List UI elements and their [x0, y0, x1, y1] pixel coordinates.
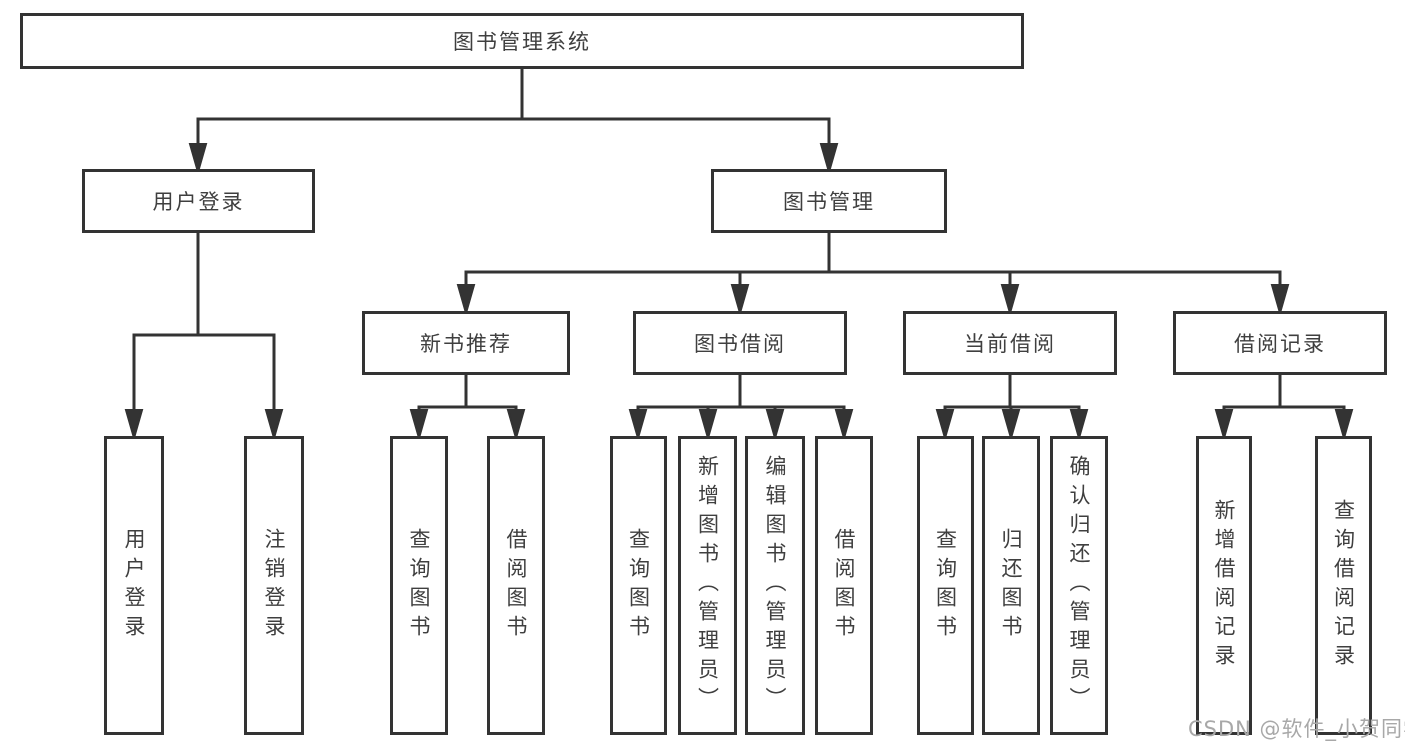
- leaf-return-books-label: 归还图书: [999, 527, 1024, 644]
- node-user-login-branch-label: 用户登录: [152, 190, 245, 214]
- arrowhead: [409, 409, 429, 442]
- arrowhead: [264, 409, 284, 442]
- leaf-borrow-books-borrowing: 借阅图书: [815, 436, 873, 735]
- node-book-borrowing: 图书借阅: [633, 311, 847, 375]
- leaf-query-books-borrowing-label: 查询图书: [626, 527, 651, 644]
- arrowhead: [1214, 409, 1234, 442]
- leaf-borrow-books-recommend: 借阅图书: [487, 436, 545, 735]
- connector-borrowing-records-to-leaves: [1214, 375, 1354, 442]
- arrowhead: [935, 409, 955, 442]
- arrowhead: [1270, 284, 1290, 317]
- connector-current-borrowing-to-leaves: [935, 375, 1089, 442]
- connector-user-login-to-leaves: [124, 233, 284, 442]
- node-book-management-label: 图书管理: [783, 190, 875, 214]
- node-borrowing-records-label: 借阅记录: [1234, 332, 1326, 356]
- node-book-management: 图书管理: [711, 169, 947, 233]
- arrowhead: [506, 409, 526, 442]
- leaf-query-borrow-record: 查询借阅记录: [1315, 436, 1372, 735]
- leaf-user-login-label: 用户登录: [122, 527, 147, 644]
- leaf-query-borrow-record-label: 查询借阅记录: [1331, 498, 1356, 673]
- leaf-user-login: 用户登录: [104, 436, 164, 735]
- node-new-book-recommendation-label: 新书推荐: [420, 332, 512, 356]
- arrowhead: [1000, 284, 1020, 317]
- watermark: CSDN @软件_小贺同学: [1188, 717, 1405, 741]
- node-new-book-recommendation: 新书推荐: [362, 311, 570, 375]
- leaf-query-books-borrowing: 查询图书: [610, 436, 667, 735]
- connector-book-borrowing-to-leaves: [628, 375, 854, 442]
- leaf-return-books: 归还图书: [982, 436, 1040, 735]
- node-book-borrowing-label: 图书借阅: [694, 332, 786, 356]
- arrowhead: [765, 409, 785, 442]
- leaf-query-books-current-label: 查询图书: [933, 527, 958, 644]
- arrowhead: [628, 409, 648, 442]
- node-user-login-branch: 用户登录: [82, 169, 315, 233]
- arrowhead: [730, 284, 750, 317]
- node-current-borrowing: 当前借阅: [903, 311, 1117, 375]
- node-borrowing-records: 借阅记录: [1173, 311, 1387, 375]
- leaf-add-book-admin: 新增图书（管理员）: [678, 436, 737, 735]
- arrowhead: [1001, 409, 1021, 442]
- leaf-edit-book-admin: 编辑图书（管理员）: [745, 436, 805, 735]
- leaf-logout-label: 注销登录: [262, 527, 287, 644]
- connector-root-to-branches: [188, 68, 839, 176]
- arrowhead: [819, 143, 839, 176]
- leaf-edit-book-admin-label: 编辑图书（管理员）: [763, 455, 788, 716]
- leaf-add-borrow-record-label: 新增借阅记录: [1212, 498, 1237, 673]
- arrowhead: [1069, 409, 1089, 442]
- arrowhead: [698, 409, 718, 442]
- connector-new-book-to-leaves: [409, 375, 526, 442]
- arrowhead: [124, 409, 144, 442]
- node-library-system: 图书管理系统: [20, 13, 1024, 69]
- arrowhead: [188, 143, 208, 176]
- arrowhead: [834, 409, 854, 442]
- leaf-query-books-current: 查询图书: [917, 436, 974, 735]
- node-current-borrowing-label: 当前借阅: [964, 332, 1056, 356]
- leaf-borrow-books-recommend-label: 借阅图书: [504, 527, 529, 644]
- leaf-confirm-return-admin-label: 确认归还（管理员）: [1067, 455, 1092, 716]
- leaf-query-books-recommend: 查询图书: [390, 436, 448, 735]
- leaf-query-books-recommend-label: 查询图书: [407, 527, 432, 644]
- leaf-add-book-admin-label: 新增图书（管理员）: [695, 455, 720, 716]
- leaf-add-borrow-record: 新增借阅记录: [1196, 436, 1252, 735]
- arrowhead: [1334, 409, 1354, 442]
- arrowhead: [456, 284, 476, 317]
- leaf-confirm-return-admin: 确认归还（管理员）: [1050, 436, 1108, 735]
- leaf-borrow-books-borrowing-label: 借阅图书: [832, 527, 857, 644]
- connector-book-management-to-sections: [456, 233, 1290, 317]
- leaf-logout: 注销登录: [244, 436, 304, 735]
- node-library-system-label: 图书管理系统: [453, 30, 591, 54]
